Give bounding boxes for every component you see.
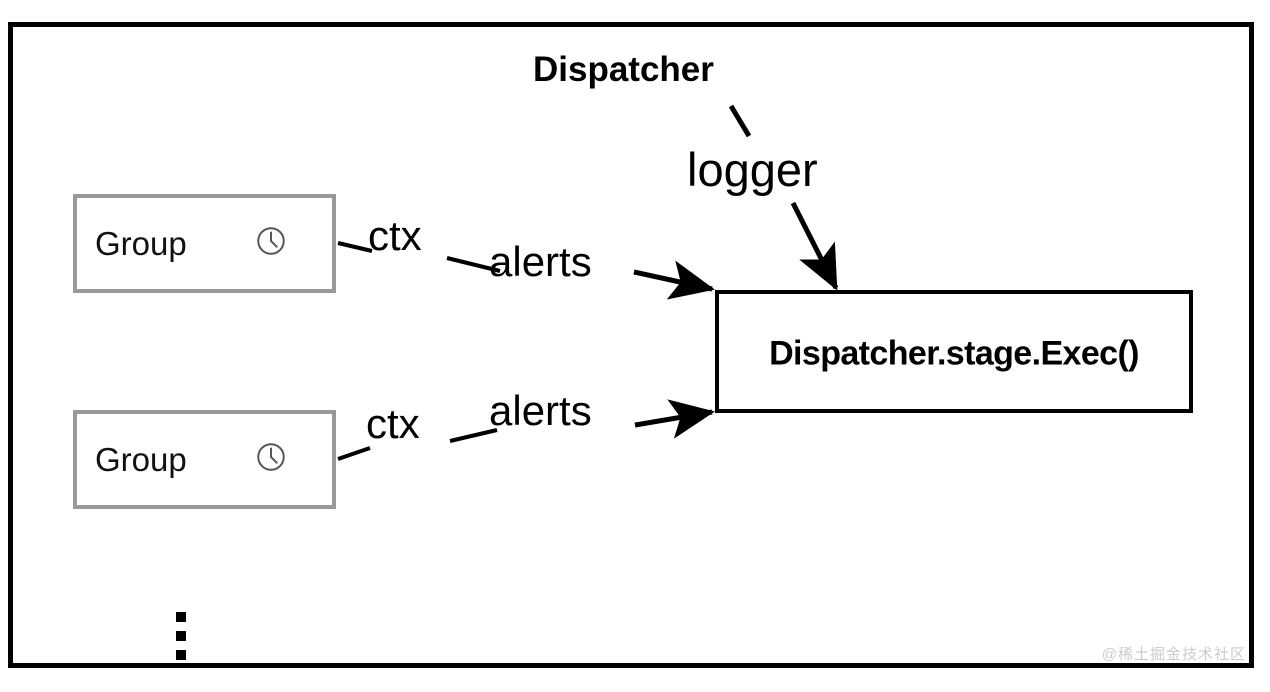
clock-icon [254,224,288,263]
edge-label-alerts: alerts [489,238,592,285]
dispatcher-stage-exec-label: Dispatcher.stage.Exec() [769,333,1139,372]
edge-label-alerts: alerts [489,387,592,434]
edge-label-ctx: ctx [366,400,420,447]
clock-icon [254,440,288,479]
group-label: Group [95,441,187,478]
watermark: @稀土掘金技术社区 [1101,646,1246,663]
logger-label: logger [687,143,818,196]
dispatcher-stage-exec-box[interactable]: Dispatcher.stage.Exec() [715,290,1193,413]
group-label: Group [95,225,187,262]
ellipsis-dot [176,612,186,622]
ellipsis-dot [176,631,186,641]
group-box[interactable]: Group [73,194,336,293]
edge-label-ctx: ctx [368,212,422,259]
page-title: Dispatcher [533,50,714,89]
ellipsis-dot [176,650,186,660]
group-box[interactable]: Group [73,410,336,509]
vertical-ellipsis-icon [176,612,186,660]
